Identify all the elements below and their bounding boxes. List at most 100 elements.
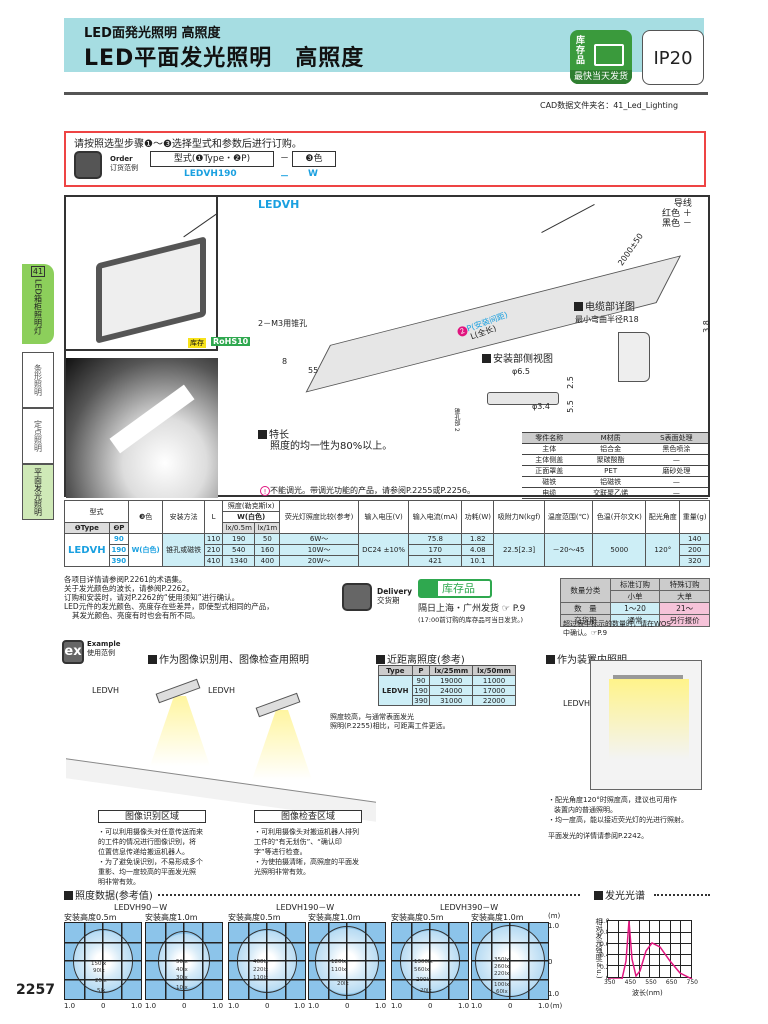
axis-unit: (m) [548,912,561,920]
height-label: 安装高度0.5m [391,913,444,922]
ledvh-callout-1: LEDVH [92,686,120,695]
spec-type: LEDVH [64,533,110,567]
header-divider [64,92,708,95]
conveyor-illustration [66,660,376,822]
chapter-tab[interactable]: 41 LED箱柜照明灯 [22,264,54,344]
axis-label: 1.0 [375,1002,387,1010]
near-section-title: 近距离照度(参考) [376,651,465,666]
ledvh-callout-2: LEDVH [208,686,236,695]
chapter-number: 41 [30,266,46,277]
zone-inspection: 图像检查区域 [254,810,362,823]
axis-label: 0 [548,958,553,966]
axis-label: 1.0 [458,1002,470,1010]
box-icon [420,581,438,596]
axis-label: 0 [345,1002,350,1010]
side-item-flat-light[interactable]: 平面发光照明 [22,464,54,520]
axis-label: 1.0 [228,1002,240,1010]
near-note: 照度较高，与通常表面发光照明(P.2255)相比，可距离工件更远。 [330,713,450,730]
inner-notes: ・配光角度120°时照度高，建议也可用作 装置内的普通照明。 ・均一度高，能以接… [548,796,688,840]
axis-label: 0 [508,1002,513,1010]
dim-phi2: φ3.4 [532,402,550,411]
format-dash: － [280,154,290,164]
chapter-label: LED箱柜照明灯 [33,279,43,335]
axis-label: 1.0 [212,1002,224,1010]
axis-label: 1.0 [391,1002,403,1010]
axis-label: 0 [265,1002,270,1010]
stock-badge-bottom: 最快当天发货 [570,70,632,84]
axis-label: 1.0 [64,1002,76,1010]
feature-block: 特长 照度的均一性为80%以上。 [258,430,392,452]
model-label-390: LEDVH390－W [440,903,499,912]
phone-icon [74,151,102,179]
axis-label: 1.0 [548,922,560,930]
shipping-note: (17:00前订购的库存品可当日发货。) [418,616,524,624]
height-label: 安装高度0.5m [64,913,117,922]
dim-cable: 3.8 [701,320,711,333]
product-frame [64,195,710,497]
spectrum-ylabel: 相对发光强度(a.u.) [595,918,603,979]
stock-badge-top: 库存品 [576,36,586,66]
axis-unit: (m) [550,1002,563,1010]
dim-phi1: φ6.5 [512,367,530,376]
example-dash: － [280,172,290,182]
side-item-bar-light[interactable]: 条形照明 [22,352,54,408]
dim-hole: 2－M3用锥孔 [258,319,308,328]
axis-label: 1.0 [308,1002,320,1010]
example-icon: ex [62,640,84,664]
cable-detail-title: 电缆部详图 [574,298,635,313]
axis-label: 1.0 [471,1002,483,1010]
bend-radius: 最小弯曲半径R18 [575,315,639,324]
illuminance-section-title: 照度数据(参考值) [64,887,153,902]
axis-label: 1.0 [131,1002,143,1010]
spectrum-xlabel: 波长(nm) [632,989,663,997]
enclosure-illustration [590,660,702,790]
side-view-drawing [487,392,559,405]
dim-d1: 2.5 [565,376,575,389]
axis-label: 0 [101,1002,106,1010]
page-title: LED平面发光照明 高照度 [84,46,365,71]
dim-d2: 5.5 [565,400,575,413]
dim-width: 55 [308,366,319,375]
axis-label: 1.0 [538,1002,550,1010]
axis-label: 1.0 [294,1002,306,1010]
format-field-color: ❸色 [292,151,336,167]
side-view-title: 安装部侧视图 [482,350,553,365]
dim-height: 8 [282,357,288,366]
cable-detail-drawing [618,332,650,382]
dotted-divider [158,894,580,896]
side-item-spot-light[interactable]: 定点照明 [22,408,54,464]
lead-wire-legend: 导线 红色 ＋ 黑色 － [662,199,692,229]
axis-label: 1.0 [145,1002,157,1010]
spec-notes: 各项目详情请参阅P.2261的术语集。 关于发光颜色的波长，请参阅P.2262。… [64,575,274,620]
rohs-badge: RoHS10 [211,337,251,346]
example-color: W [308,169,318,179]
height-label: 安装高度0.5m [228,913,281,922]
format-field-type: 型式(❶Type・❷P) [150,151,274,167]
quantity-note: 超过表中标示的数量时，请在WOS中确认。☞P.9 [563,620,671,637]
page-number: 2257 [16,982,55,998]
height-label: 安装高度1.0m [471,913,524,922]
height-label: 安装高度1.0m [308,913,361,922]
cad-folder-name: CAD数据文件夹名：41_Led_Lighting [540,101,679,110]
page-subtitle: LED面発光照明 高照度 [84,26,221,41]
stock-mini-badge: 库存 [188,338,206,348]
ledvh-callout-3: LEDVH [563,699,591,708]
spectrum-chart [607,920,693,979]
model-label-90: LEDVH90－W [114,903,168,912]
axis-label: 0 [428,1002,433,1010]
shipping-info: 隔日上海・广州发货 ☞ P.9 [418,604,526,614]
drawing-title: LEDVH [258,198,300,211]
axis-label: 0 [182,1002,187,1010]
